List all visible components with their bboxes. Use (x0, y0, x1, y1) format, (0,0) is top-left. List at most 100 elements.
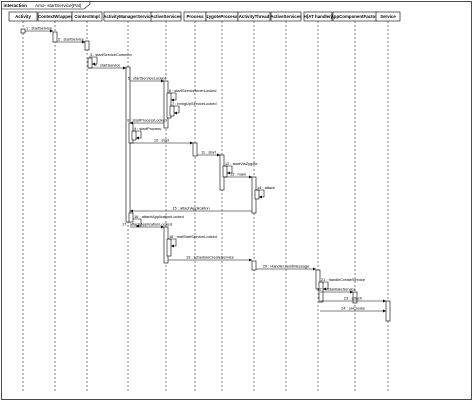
message-label: 2 : startService (58, 37, 84, 42)
activation-bar (352, 291, 358, 304)
lifeline-head (375, 11, 401, 22)
message: 5 : startServiceLocked (128, 76, 167, 83)
activation-bar (87, 57, 93, 69)
message-label: 16 : attachApplicationLocked (134, 214, 184, 219)
lifeline: Process (183, 11, 207, 392)
message: 24 : onCreate (320, 306, 386, 313)
message: 12 : startViaZygote (224, 161, 258, 175)
lifeline: ContextImpl (71, 11, 103, 392)
activation-bar (131, 130, 137, 141)
lifeline-label: ContextWrapper (38, 14, 72, 19)
self-message-arrow (256, 189, 265, 199)
message: 22 : instantiateService (317, 287, 356, 294)
lifeline-label: ContextImpl (74, 14, 99, 19)
message: 3 : startServiceCommon (89, 52, 132, 66)
lifeline: Activity (8, 11, 38, 392)
activation-bar (84, 40, 90, 51)
message: 9 : startProcess (133, 126, 161, 140)
lifeline-head (71, 11, 103, 22)
activation-bar (254, 189, 260, 200)
message-label: 8 : startProcessLocked (127, 118, 167, 123)
message-label: 15 : attachApplication (172, 206, 209, 211)
message: 1 : startService (25, 26, 53, 33)
self-message-arrow (168, 238, 177, 248)
lifeline-label: ActivityThread (239, 14, 270, 19)
activation-bar (222, 165, 228, 178)
message: 16 : attachApplicationLocked (133, 214, 184, 228)
lifeline: ActiveServices (150, 11, 182, 392)
message: 20 : Handler.sendMessage (256, 264, 316, 271)
lifeline-label: zygoteProcess (207, 14, 239, 19)
message: 19 : scheduleCreateService (168, 255, 252, 262)
message-label: 7 : bringUpServiceLocked (172, 101, 217, 106)
activation-bar (125, 66, 131, 223)
self-message-arrow (168, 92, 177, 102)
message: 13 : main (224, 172, 252, 179)
lifeline-label: ActivityManagerService (103, 14, 153, 19)
message-label: 3 : startServiceCommon (90, 52, 132, 57)
activation-bar (192, 142, 198, 157)
lifeline-label: H[AT handler] (304, 14, 333, 19)
message: 11 : start (197, 150, 220, 157)
self-message-arrow (133, 218, 142, 228)
message: 23 : attach (320, 296, 386, 303)
lifeline-label: ActiveServices (150, 14, 182, 19)
message-label: 22 : instantiateService (317, 287, 355, 292)
activation-bar (169, 105, 175, 117)
self-message-arrow (171, 105, 180, 115)
lifeline: ActiveServices (270, 11, 302, 392)
lifeline-label: Process (186, 14, 204, 19)
message-label: 12 : startViaZygote (225, 161, 258, 166)
message: 18 : realStartServiceLocked (168, 234, 217, 248)
self-message-arrow (133, 130, 142, 140)
activation-bar (166, 238, 172, 257)
message-label: 11 : start (201, 150, 217, 155)
lifeline-head (237, 11, 271, 22)
message-label: 18 : realStartServiceLocked (169, 234, 217, 239)
self-message-arrow (89, 56, 98, 66)
frame-title: Amo- startService(Pat) (35, 3, 82, 8)
message-label: 14 : attach (257, 185, 275, 190)
message: 2 : startService (57, 37, 85, 44)
message-label: 19 : scheduleCreateService (186, 255, 234, 260)
message-label: 17 : attachApplicationLocked (122, 222, 172, 227)
lifeline: Service (375, 11, 401, 392)
frame-tab (1, 1, 91, 10)
lifeline: zygoteProcess (205, 11, 239, 392)
message-label: 10 : start (154, 138, 170, 143)
message: 10 : start (130, 138, 193, 145)
message: 15 : attachApplication (130, 206, 252, 213)
message-label: 21 : handleCreateService (321, 277, 365, 282)
message-label: 5 : startServiceLocked (128, 76, 167, 81)
lifeline: AppComponentFactory (331, 11, 380, 392)
lifeline-head (8, 11, 38, 22)
message: 21 : handleCreateService (320, 277, 365, 291)
lifeline: H[AT handler] (304, 11, 333, 392)
message-label: 6 : startServiceInnerLocked (169, 88, 216, 93)
message: 8 : startProcessLocked (127, 118, 167, 125)
message-label: 1 : startService (26, 26, 52, 31)
activation-bar (128, 212, 134, 223)
activation-bar (385, 300, 391, 322)
message-label: 23 : attach (344, 296, 362, 301)
message-label: 4 : startService (95, 63, 121, 68)
self-message-arrow (320, 281, 329, 291)
message: 7 : bringUpServiceLocked (171, 101, 217, 115)
lifeline-head (150, 11, 182, 22)
lifeline-label: Service (380, 14, 396, 19)
message: 14 : attach (256, 185, 275, 199)
message: 17 : attachApplicationLocked (122, 222, 172, 229)
message-label: 13 : main (230, 172, 246, 177)
message: 4 : startService (89, 63, 126, 70)
message: 6 : startServiceInnerLocked (168, 88, 216, 102)
self-message-arrow (224, 165, 233, 175)
activation-bar (251, 260, 257, 271)
lifeline-label: AppComponentFactory (331, 14, 380, 19)
message-label: 9 : startProcess (134, 126, 161, 131)
lifeline: ContextWrapper (37, 11, 72, 392)
lifeline-label: Activity (15, 14, 31, 19)
lifeline-head (270, 11, 302, 22)
activation-bar (20, 28, 26, 34)
